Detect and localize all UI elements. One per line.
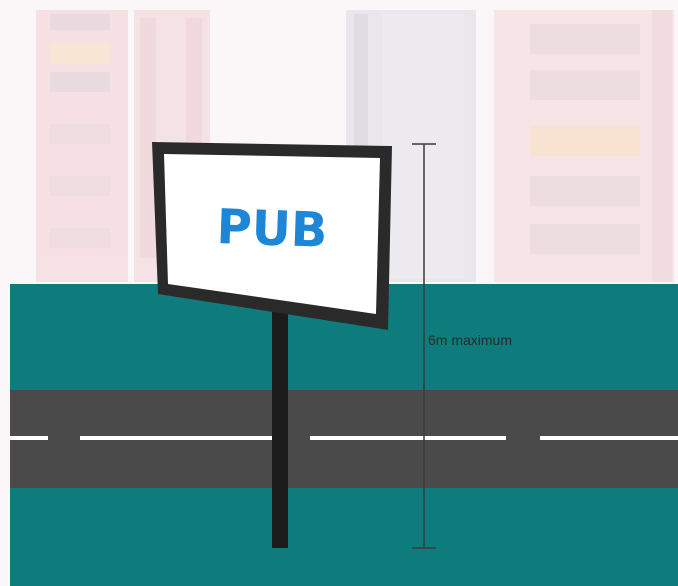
sign-post [272,300,288,548]
height-dimension-label: 6m maximum [428,332,512,348]
lower-verge [10,488,678,586]
road-centre-markings [10,436,678,440]
sign-text: PUB [216,199,329,259]
